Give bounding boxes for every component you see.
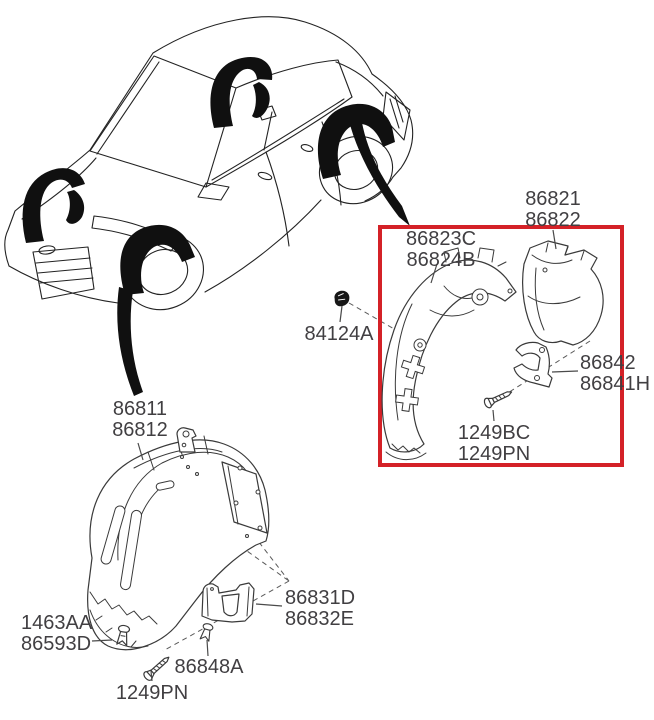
part-number: 1463AA: [21, 612, 93, 634]
front-left-liner-highlight: [22, 168, 85, 243]
rear-guard-side-drawing[interactable]: [522, 240, 604, 346]
trunk-seam: [335, 61, 384, 97]
callout-86821-86822[interactable]: 86821 86822: [525, 189, 581, 231]
door-handle: [300, 144, 314, 152]
part-number: 86811: [112, 398, 168, 420]
rear-right-wheel: [318, 135, 394, 205]
callout-86831D-86832E[interactable]: 86831D 86832E: [285, 588, 355, 630]
nut-icon[interactable]: [333, 289, 352, 308]
guard-rear-flap: [221, 461, 268, 534]
front-wheel-guard-drawing[interactable]: [87, 427, 270, 651]
rear-bumper-line: [364, 176, 394, 202]
front-bumper-line: [8, 265, 119, 304]
vehicle-illustration: [4, 16, 414, 311]
side-window-top: [235, 59, 353, 98]
part-number: 86821: [525, 188, 581, 210]
headlight: [91, 215, 179, 252]
clip-icon[interactable]: [199, 623, 214, 642]
part-number: 86593D: [21, 633, 92, 655]
part-number: 86812: [112, 419, 168, 441]
part-number: 1249PN: [115, 682, 189, 704]
side-window-bottom: [211, 98, 345, 181]
part-number: 1249PN: [457, 443, 531, 465]
door-handle: [257, 171, 273, 181]
highlight-box[interactable]: [378, 225, 624, 467]
part-number: 86832E: [285, 608, 354, 630]
arrow-rear-guard: [349, 117, 410, 226]
plus-cutout: [400, 354, 426, 380]
bracket-drawing[interactable]: [513, 341, 553, 388]
a-pillar-line: [96, 61, 160, 155]
screw-icon[interactable]: [483, 387, 514, 409]
rear-right-liner-highlight: [317, 103, 395, 179]
plus-cutout: [395, 388, 419, 412]
taillight: [382, 91, 411, 141]
part-number: 86831D: [285, 587, 356, 609]
callout-1249BC-1249PN[interactable]: 1249BC 1249PN: [458, 423, 530, 465]
grille-slats: [35, 257, 94, 284]
part-number: 86841H: [580, 373, 651, 395]
part-number: 86848A: [174, 656, 244, 678]
beltline: [205, 96, 353, 188]
callout-86842-86841H[interactable]: 86842 86841H: [580, 353, 650, 395]
grille: [32, 246, 95, 300]
part-number: 86823C: [405, 228, 477, 250]
arrow-front-guard: [117, 287, 143, 396]
clip-icon[interactable]: [116, 624, 131, 647]
callout-1249PN[interactable]: 1249PN: [116, 683, 188, 704]
mud-guard-drawing[interactable]: [201, 582, 255, 623]
leader-lines: [91, 229, 579, 682]
callout-1463AA-86593D[interactable]: 1463AA 86593D: [21, 613, 92, 655]
rear-wheel-guard-drawing[interactable]: [381, 247, 517, 461]
callout-86848A[interactable]: 86848A: [175, 657, 244, 678]
front-right-liner-highlight: [120, 224, 195, 295]
taillight-hatch: [389, 95, 404, 129]
part-number: 86824B: [406, 249, 476, 271]
brand-badge: [38, 245, 56, 255]
rocker-line: [204, 199, 322, 293]
callout-86811-86812[interactable]: 86811 86812: [112, 399, 168, 441]
b-pillar: [263, 111, 273, 151]
part-number: 86842: [580, 352, 636, 374]
door-seam-front: [265, 151, 290, 247]
callout-84124A[interactable]: 84124A: [305, 324, 374, 345]
screw-icon[interactable]: [142, 654, 172, 682]
callout-86823C-86824B[interactable]: 86823C 86824B: [406, 229, 476, 271]
rear-left-liner-highlight: [210, 56, 273, 128]
part-number: 84124A: [304, 323, 374, 345]
left-mirror: [197, 182, 230, 201]
part-number: 86822: [525, 209, 581, 231]
part-number: 1249BC: [457, 422, 531, 444]
car-body-outline: [4, 16, 414, 267]
